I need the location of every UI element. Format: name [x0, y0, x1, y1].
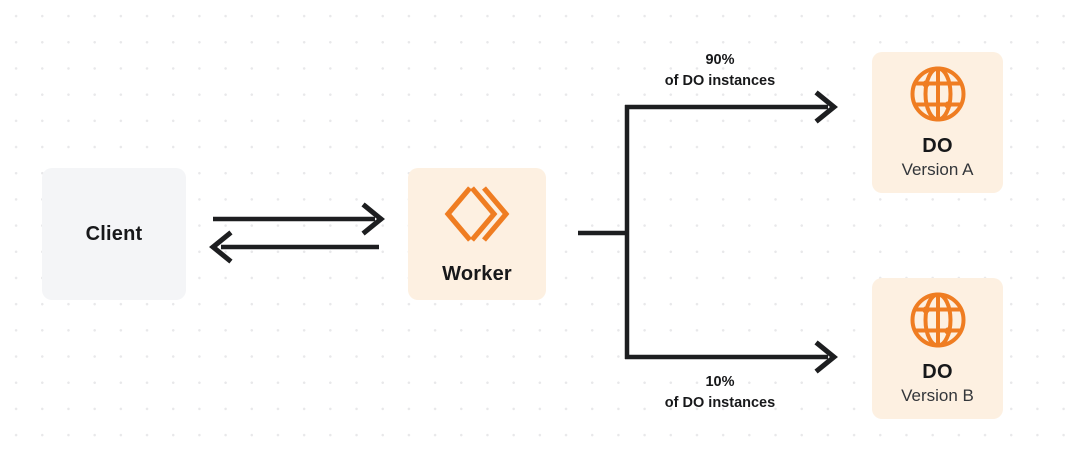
edge-branch-to-do-b-arrowhead	[814, 340, 838, 374]
edge-label-bottom: 10% of DO instances	[610, 372, 830, 413]
edge-worker-to-client-arrowhead	[209, 230, 233, 264]
node-do-b-subtitle: Version B	[901, 386, 974, 405]
node-client: Client	[42, 168, 186, 300]
globe-icon	[909, 65, 967, 123]
node-worker-title: Worker	[442, 262, 512, 285]
edge-branch-to-do-a-arrowhead	[814, 90, 838, 124]
node-worker: Worker	[408, 168, 546, 300]
edge-label-top: 90% of DO instances	[610, 50, 830, 91]
cloudflare-workers-logo-icon	[444, 183, 510, 245]
node-client-title: Client	[85, 222, 143, 245]
node-do-version-b: DO Version B	[872, 278, 1003, 419]
node-do-a-subtitle: Version A	[901, 160, 974, 179]
edge-label-bottom-caption: of DO instances	[664, 394, 776, 411]
edge-label-top-percent: 90%	[705, 52, 735, 68]
edge-label-top-caption: of DO instances	[664, 72, 776, 89]
node-do-a-title: DO	[922, 135, 953, 157]
globe-icon	[909, 291, 967, 349]
edge-client-to-worker-arrowhead	[361, 202, 385, 236]
node-do-version-a: DO Version A	[872, 52, 1003, 193]
node-do-b-title: DO	[922, 361, 953, 383]
edge-label-bottom-percent: 10%	[705, 374, 735, 390]
